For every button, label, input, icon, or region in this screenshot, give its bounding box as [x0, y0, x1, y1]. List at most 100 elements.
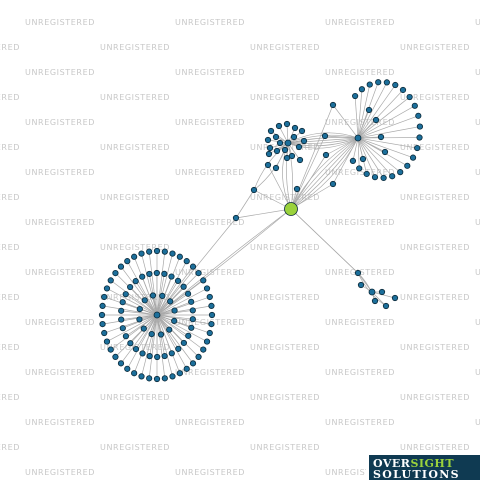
graph-node — [365, 106, 373, 114]
graph-node — [322, 151, 330, 159]
graph-node — [283, 120, 291, 128]
graph-node — [131, 370, 138, 377]
watermark-text: UNREGISTERED — [0, 243, 20, 252]
graph-node — [208, 311, 216, 319]
watermark-text: UNREGISTERED — [25, 468, 95, 477]
watermark-text: UNREGISTERED — [400, 243, 470, 252]
graph-edge — [102, 314, 158, 325]
graph-edge — [102, 305, 158, 316]
graph-node — [283, 154, 291, 162]
watermark-text: UNREGISTERED — [100, 43, 170, 52]
graph-node — [112, 353, 119, 361]
graph-node — [288, 152, 296, 160]
watermark-text: UNREGISTERED — [0, 143, 20, 152]
graph-node — [281, 146, 289, 154]
watermark-text: UNREGISTERED — [25, 218, 95, 227]
graph-edge — [270, 130, 289, 144]
graph-node — [146, 375, 153, 382]
graph-edge — [357, 136, 382, 139]
graph-node — [208, 321, 215, 328]
watermark-text: UNREGISTERED — [25, 68, 95, 77]
graph-edge — [357, 137, 364, 160]
graph-node — [103, 285, 111, 292]
graph-edge — [125, 314, 158, 337]
graph-node — [171, 307, 178, 314]
watermark-text: UNREGISTERED — [175, 468, 245, 477]
watermark-text: UNREGISTERED — [400, 193, 470, 202]
graph-node — [118, 307, 125, 314]
graph-node — [175, 345, 182, 352]
graph-node — [298, 127, 306, 135]
watermark-text: UNREGISTERED — [475, 118, 480, 127]
graph-node — [101, 293, 108, 301]
graph-node — [166, 326, 173, 333]
graph-node — [264, 136, 272, 144]
hub-node — [153, 311, 161, 319]
graph-node — [188, 298, 195, 305]
graph-node — [171, 317, 178, 325]
watermark-text: UNREGISTERED — [100, 393, 170, 402]
graph-node — [195, 353, 202, 361]
graph-node — [381, 148, 389, 156]
graph-node — [118, 316, 125, 323]
graph-edge — [332, 137, 359, 185]
graph-node — [153, 269, 160, 277]
graph-edge — [357, 126, 420, 139]
graph-node — [200, 277, 207, 284]
graph-node — [414, 144, 421, 152]
graph-node — [358, 86, 366, 93]
watermark-text: UNREGISTERED — [325, 18, 395, 27]
graph-edge — [156, 251, 166, 316]
graph-node — [139, 350, 146, 357]
graph-edge — [357, 137, 384, 179]
graph-node — [329, 180, 337, 188]
graph-edge — [357, 109, 370, 139]
graph-edge — [156, 288, 208, 316]
watermark-text: UNREGISTERED — [475, 268, 480, 277]
graph-node — [399, 86, 407, 94]
graph-node — [354, 269, 362, 277]
watermark-text: UNREGISTERED — [25, 18, 95, 27]
graph-edge — [354, 96, 359, 139]
graph-node — [406, 93, 413, 101]
graph-node — [180, 339, 187, 347]
graph-node — [329, 101, 337, 109]
watermark-text: UNREGISTERED — [250, 293, 320, 302]
graph-node — [184, 290, 192, 297]
graph-node — [293, 185, 301, 193]
graph-edge — [357, 137, 393, 177]
graph-node — [371, 297, 379, 305]
graph-edge — [156, 314, 204, 350]
graph-node — [159, 292, 166, 299]
graph-node — [416, 134, 423, 141]
graph-node — [391, 294, 399, 302]
graph-edge — [156, 280, 179, 316]
watermark-text: UNREGISTERED — [475, 168, 480, 177]
graph-node — [124, 365, 131, 372]
graph-node — [140, 325, 147, 332]
graph-edge — [156, 266, 194, 316]
hub-link-edge — [287, 137, 359, 147]
oversight-solutions-logo: OVERSIGHT SOLUTIONS — [366, 455, 480, 480]
watermark-text: UNREGISTERED — [25, 418, 95, 427]
graph-edge — [126, 314, 158, 370]
graph-node — [349, 157, 357, 165]
graph-node — [300, 137, 308, 145]
graph-node — [122, 333, 130, 340]
graph-node — [169, 250, 176, 257]
graph-edge — [357, 89, 404, 139]
graph-edge — [352, 137, 359, 161]
graph-edge — [156, 314, 189, 337]
watermark-text: UNREGISTERED — [175, 418, 245, 427]
graph-node — [416, 123, 424, 130]
hub-node — [354, 134, 362, 142]
graph-node — [148, 331, 155, 338]
graph-node — [167, 298, 174, 305]
logo-word-over: OVER — [373, 457, 411, 470]
graph-node — [124, 258, 131, 265]
watermark-text: UNREGISTERED — [175, 218, 245, 227]
graph-edge — [156, 314, 166, 379]
graph-node — [138, 250, 145, 257]
graph-node — [117, 360, 125, 367]
